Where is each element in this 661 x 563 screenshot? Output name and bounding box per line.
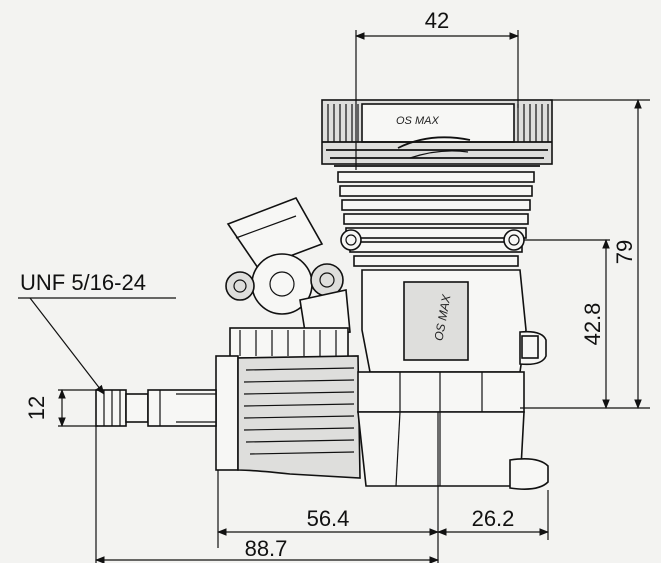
dim-shaft-diameter: 12 xyxy=(24,396,49,420)
dim-crankcase-rear: 26.2 xyxy=(472,506,515,531)
dim-crankcase-front: 56.4 xyxy=(307,506,350,531)
crankcase-lower xyxy=(357,335,549,490)
carburetor xyxy=(225,197,351,339)
cylinder-head: OS MAX xyxy=(321,99,553,167)
prop-shaft xyxy=(95,389,217,427)
thread-spec-label: UNF 5/16-24 xyxy=(20,270,146,295)
head-logo: OS MAX xyxy=(396,115,471,159)
dimension-lines xyxy=(18,30,650,563)
svg-text:OS MAX: OS MAX xyxy=(396,115,439,127)
dim-top-width: 42 xyxy=(425,8,449,33)
dim-total-height: 79 xyxy=(612,240,637,264)
dim-mount-height: 42.8 xyxy=(580,303,605,346)
engine-body: OS MAX OS MAX xyxy=(95,99,553,490)
cylinder-fins xyxy=(337,171,535,267)
front-housing xyxy=(215,327,361,479)
crankcase-upper: OS MAX xyxy=(361,269,547,373)
dim-overall-length: 88.7 xyxy=(245,536,288,561)
